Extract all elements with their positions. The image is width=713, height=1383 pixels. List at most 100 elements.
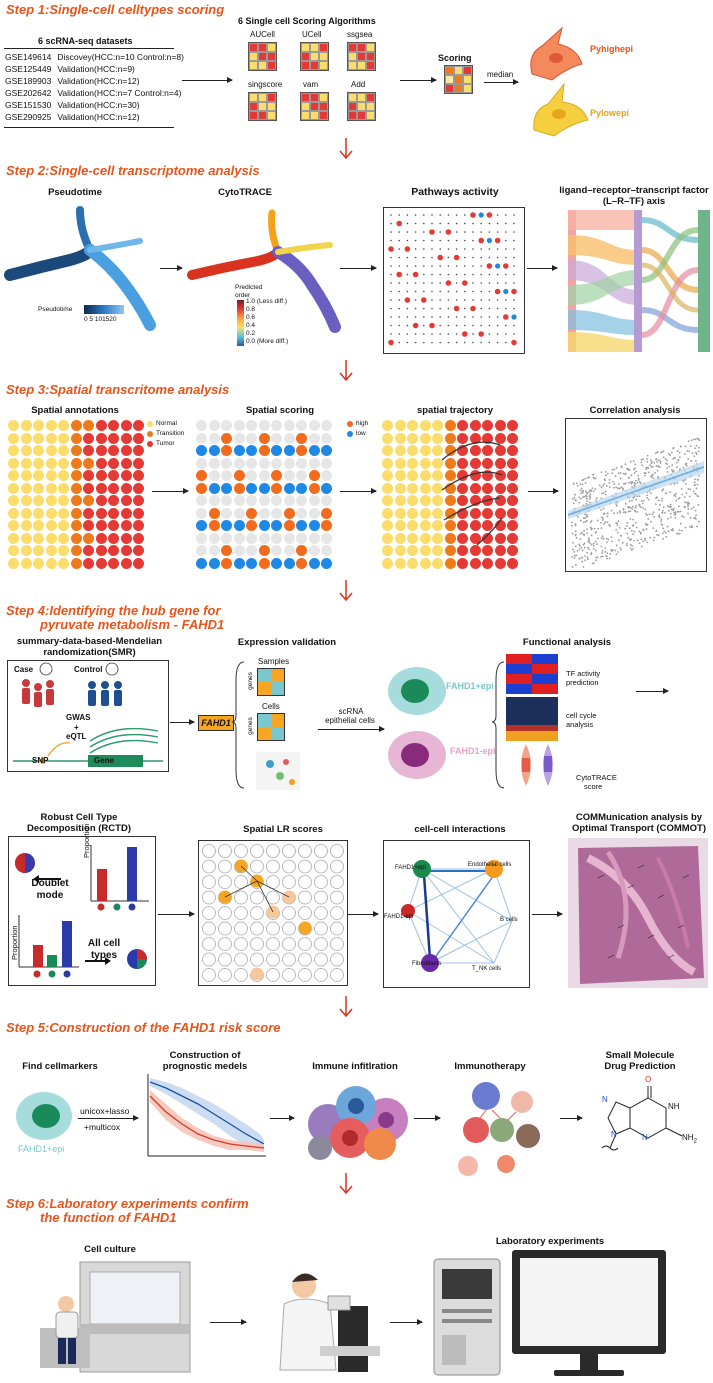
cyto-tick: 0.0 (More diff.) (246, 338, 289, 345)
cyto-tick: 0.4 (246, 322, 256, 329)
atom-n3: N (642, 1133, 648, 1142)
fahd1-pos-label-5: FAHD1+epi (18, 1144, 65, 1154)
algorithm-heatmap (248, 42, 277, 71)
commot-title-a: COMMunication analysis by (575, 812, 703, 823)
fahd1-neg-cell (388, 731, 446, 779)
flow-arrow (78, 1115, 139, 1121)
monitor-illustration (512, 1250, 666, 1376)
algo-label: AUCell (250, 30, 275, 39)
cytotrace-trajectory (187, 209, 341, 333)
tf-label-b: prediction (566, 678, 599, 687)
algorithm-heatmap (347, 42, 376, 71)
drug-title-a: Small Molecule (605, 1050, 675, 1061)
atom-nh2-text: NH (682, 1133, 694, 1142)
tf-heatmap (506, 654, 558, 694)
guanine-structure (601, 1086, 683, 1151)
atom-nh2: NH2 (682, 1134, 697, 1146)
spatial-trajectory-grid (382, 420, 520, 570)
case-label: Case (14, 665, 34, 674)
doublet-label-b: mode (36, 890, 64, 901)
flow-arrow (340, 265, 377, 271)
pseudotime-legend-title: Pseudotime (38, 306, 73, 313)
predicted-order-label: Predicted order (235, 284, 263, 299)
snp-label: SNP (32, 756, 49, 765)
flow-arrow (318, 726, 385, 732)
algo-label: UCell (302, 30, 322, 39)
commot-title-b: Optimal Transport (COMMOT) (571, 823, 707, 834)
pyhigh-cell-icon (530, 26, 583, 81)
cellcycle-label-b: analysis (566, 720, 594, 729)
correlation-title: Correlation analysis (589, 405, 681, 416)
step3-title: Step 3:Spatial transcritome analysis (6, 382, 230, 397)
lrtf-title-a: ligand–receptor–transcript factor (559, 185, 709, 196)
algorithms-title: 6 Single cell Scoring Algorithms (238, 16, 376, 26)
expr-brace (231, 661, 245, 789)
cellcycle-bars (506, 697, 558, 741)
flow-arrow (527, 265, 558, 271)
cellcycle-label-a: cell cycle (566, 711, 597, 720)
red-down-arrow (339, 1173, 353, 1195)
step4-title-b: pyruvate metabolism - FAHD1 (40, 617, 225, 632)
legend-tumor-swatch (147, 441, 153, 447)
fahd1-pos-cell (388, 667, 446, 715)
cyto-tick: 0.2 (246, 330, 256, 337)
functional-title: Functional analysis (522, 637, 612, 648)
lab-hood-illustration (40, 1261, 191, 1373)
prognostic-title-b: prognostic medels (162, 1061, 248, 1072)
table-rule-bottom (4, 127, 174, 128)
flow-arrow (390, 1319, 423, 1325)
immune-cells-illustration (308, 1086, 408, 1160)
pseudotime-ticks: 0 5 101520 (84, 316, 117, 323)
cyto-tick: 1.0 (Less diff.) (246, 298, 288, 305)
scrna-label-b: epithelial cells (325, 716, 375, 725)
scoring-heatmap (444, 65, 473, 94)
interactions-title: cell-cell interactions (414, 824, 506, 835)
step6-title-a: Step 6:Laboratory experiments confirm (6, 1196, 249, 1211)
eqtl-label: eQTL (66, 732, 87, 741)
correlation-scatter (565, 418, 707, 572)
rctd-panel (8, 836, 156, 986)
flow-arrow (270, 1115, 295, 1121)
median-label: median (487, 70, 514, 79)
flow-arrow (340, 488, 377, 494)
algo-label: ssgsea (347, 30, 373, 39)
pathways-dotplot (383, 207, 525, 354)
pseudotime-title: Pseudotime (48, 187, 102, 198)
step6-title-b: the function of FAHD1 (40, 1210, 177, 1225)
plus-label: + (74, 723, 79, 732)
scoring-label: Scoring (438, 53, 472, 63)
node-label: FAHD1+epi (395, 865, 426, 871)
flow-arrow (152, 488, 189, 494)
cytotrace-score-label-b: score (584, 782, 603, 791)
trajectory-arrows (441, 441, 503, 546)
flow-arrow (532, 911, 563, 917)
flow-arrow (636, 688, 669, 694)
allcell-label-b: types (90, 950, 118, 961)
step2-title: Step 2:Single-cell transcriptome analysi… (6, 163, 260, 178)
cellmarkers-title: Find cellmarkers (22, 1061, 98, 1072)
atom-nh2-sub: 2 (693, 1138, 697, 1145)
flow-arrow (484, 79, 519, 85)
node-label: Endothelial cells (468, 862, 512, 868)
immunotherapy-title: Immunotherapy (454, 1061, 526, 1072)
algo-label: Add (351, 80, 366, 89)
pathways-title: Pathways activity (411, 186, 499, 198)
algo-label: singscore (248, 80, 283, 89)
atom-n2: N (611, 1130, 617, 1139)
umap-icon (256, 752, 300, 790)
step1-title: Step 1:Single-cell celltypes scoring (6, 2, 225, 17)
trajectory-title: spatial trajectory (416, 405, 494, 416)
red-down-arrow (339, 138, 353, 160)
interactions-panel (383, 840, 530, 988)
microscope-illustration (279, 1273, 380, 1372)
immunotherapy-illustration (458, 1082, 540, 1176)
pylowepi-label: Pylowepi (590, 108, 630, 118)
table-rule-top (4, 48, 174, 49)
fahd1-pos-label: FAHD1+epi (446, 681, 494, 691)
proportion-label-2: Proportion (10, 925, 19, 960)
legend-low: low (356, 430, 366, 437)
method-label-a: unicox+lasso (80, 1106, 130, 1116)
